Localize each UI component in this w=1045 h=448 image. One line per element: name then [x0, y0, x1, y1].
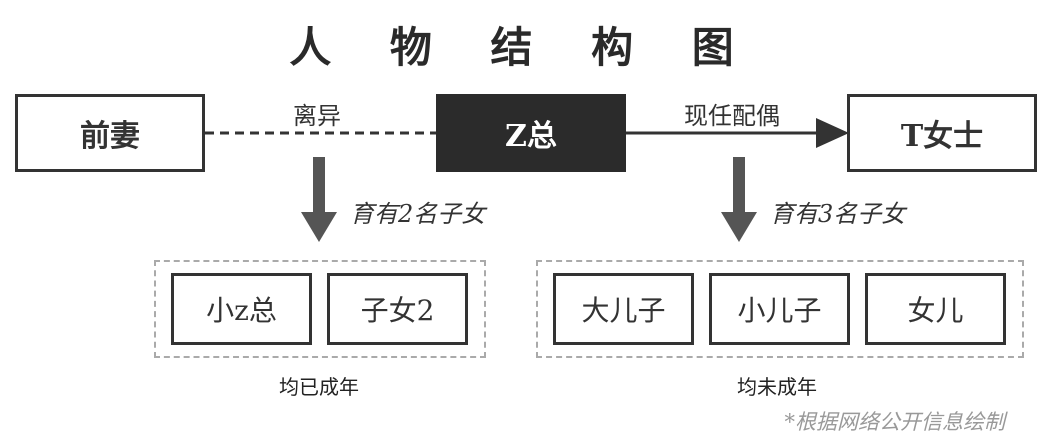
- left-children-count: 育有2名子女: [350, 200, 486, 228]
- node-ex-wife: 前妻: [15, 94, 205, 172]
- right-children-count: 育有3名子女: [770, 200, 906, 228]
- node-z-boss: Z总: [436, 94, 626, 172]
- right-group-note: 均未成年: [737, 375, 817, 399]
- right-children-group: [536, 260, 1024, 358]
- child-box: 小z总: [171, 273, 312, 345]
- child-label: 小z总: [206, 294, 277, 327]
- node-ms-t-label: T女士: [900, 119, 984, 154]
- node-ms-t: T女士: [847, 94, 1037, 172]
- divorce-label: 离异: [293, 102, 341, 130]
- child-box: 子女2: [327, 273, 468, 345]
- node-ex-wife-label: 前妻: [80, 119, 140, 154]
- source-footnote: *根据网络公开信息绘制: [784, 410, 1006, 434]
- diagram-title: 人 物 结 构 图: [289, 23, 756, 72]
- right-down-arrow: [721, 157, 757, 242]
- child-box: 小儿子: [709, 273, 850, 345]
- spouse-label: 现任配偶: [684, 102, 780, 130]
- left-down-arrow: [301, 157, 337, 242]
- child-label: 大儿子: [581, 294, 666, 327]
- child-label: 小儿子: [737, 294, 822, 327]
- left-group-note: 均已成年: [279, 375, 359, 399]
- child-box: 大儿子: [553, 273, 694, 345]
- child-label: 女儿: [907, 294, 964, 327]
- child-label: 子女2: [360, 294, 435, 327]
- left-children-group: [154, 260, 486, 358]
- child-box: 女儿: [865, 273, 1006, 345]
- node-z-boss-label: Z总: [505, 119, 557, 154]
